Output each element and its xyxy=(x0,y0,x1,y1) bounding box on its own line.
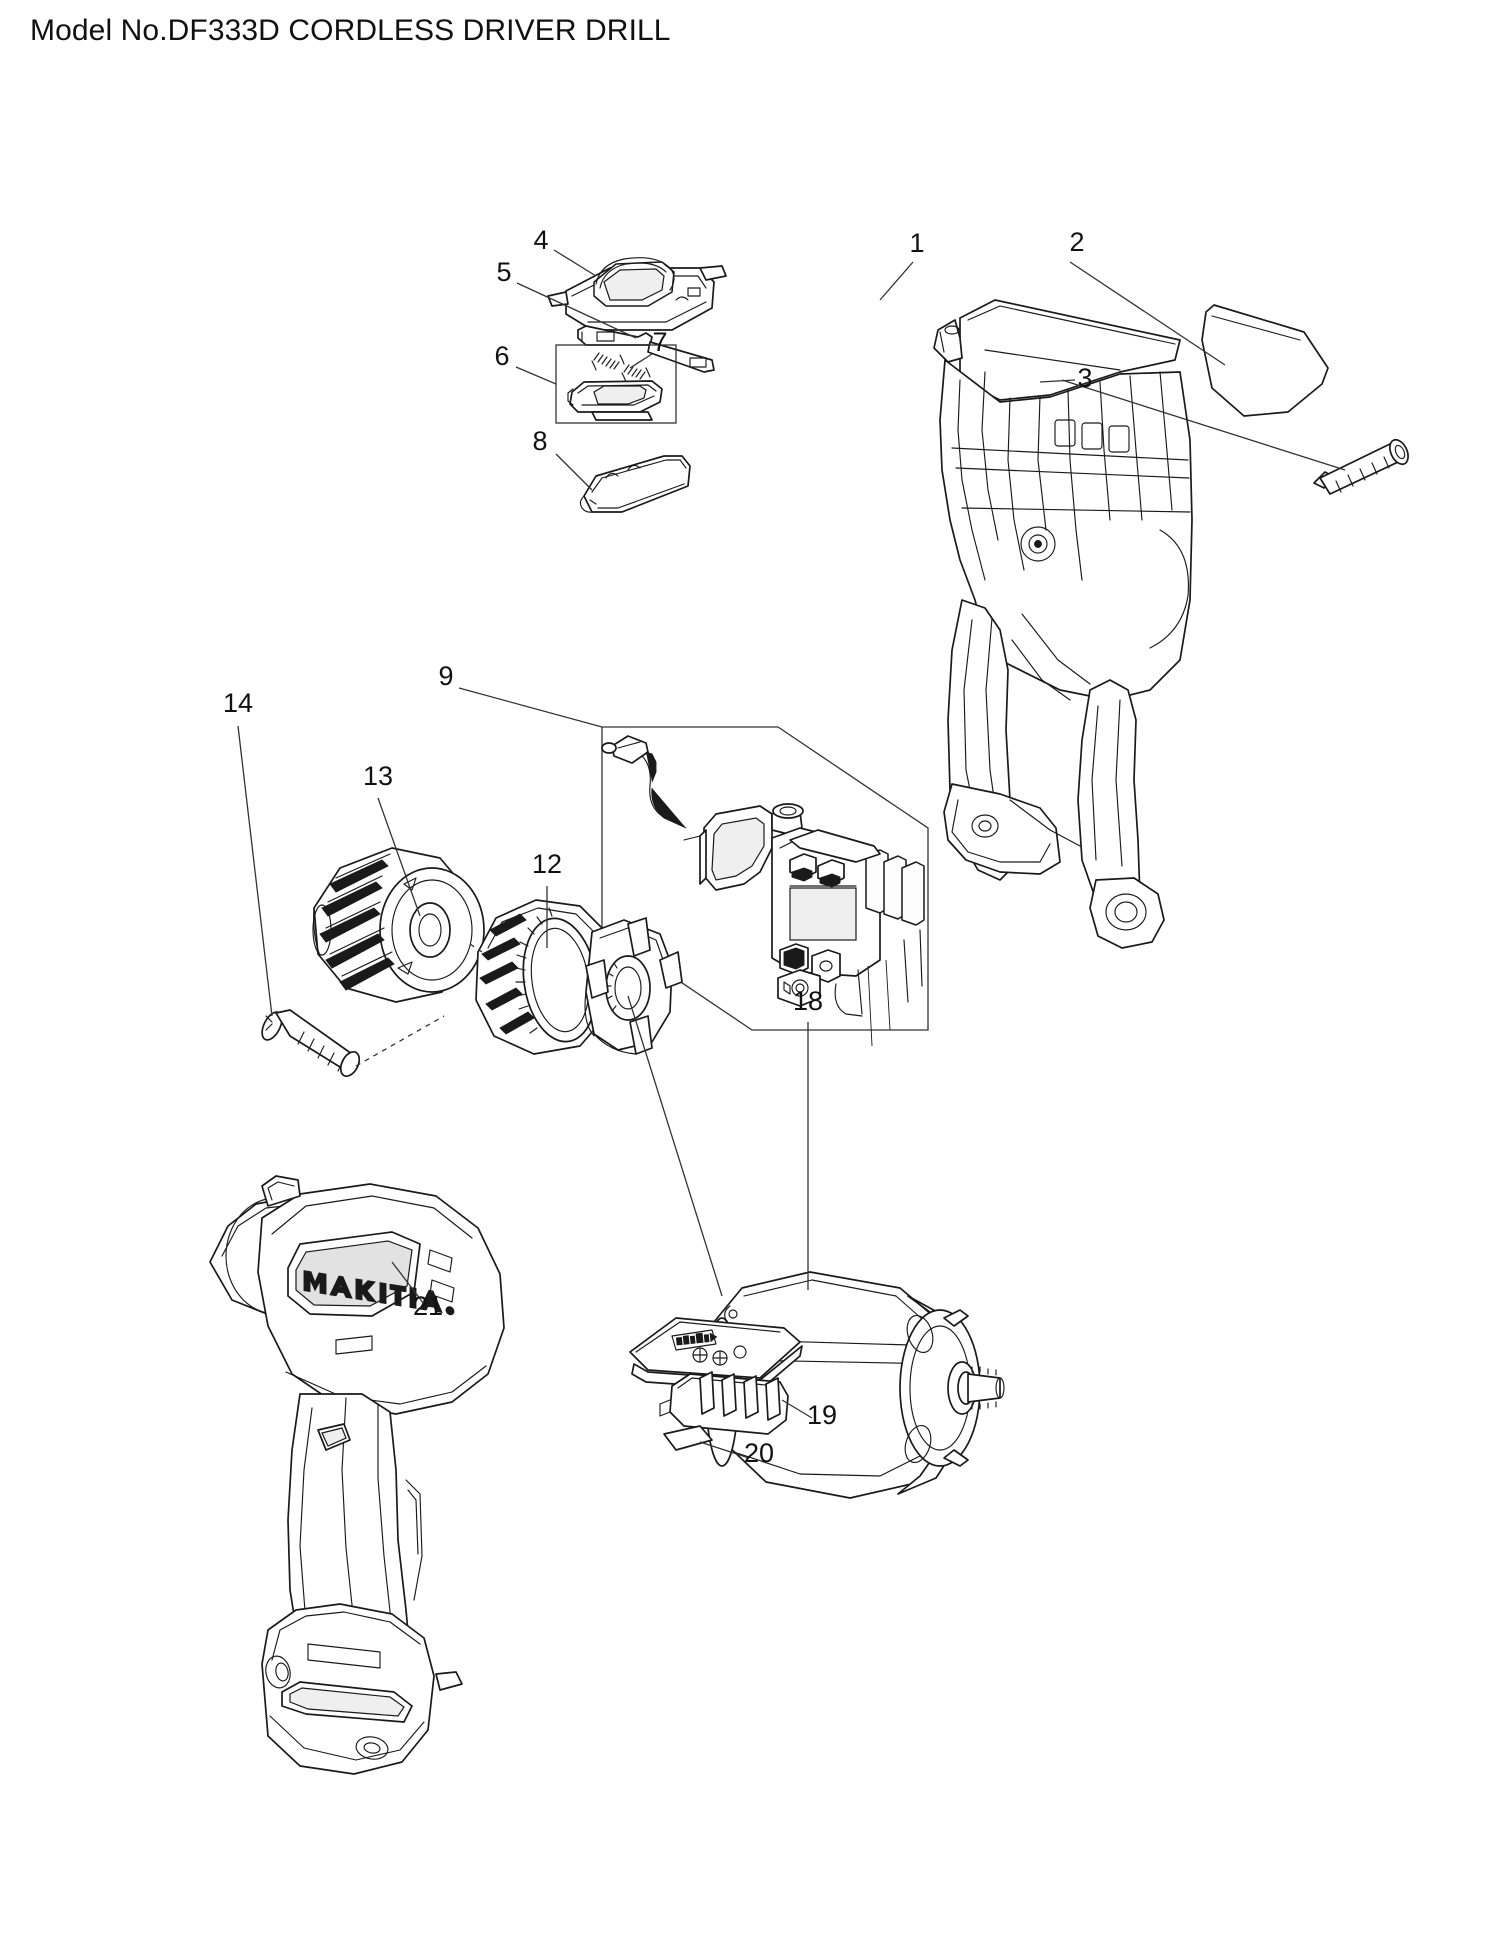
part-switch-lever-assembly xyxy=(547,257,727,331)
callout-5: 5 xyxy=(496,257,511,287)
spring-a xyxy=(591,352,625,371)
part-terminal-assembly xyxy=(629,1317,803,1435)
part-name-plate xyxy=(1201,304,1329,417)
callout-9: 9 xyxy=(438,661,453,691)
part-switch-controller xyxy=(601,726,929,1047)
callout-20: 20 xyxy=(744,1438,774,1468)
callout-21: 21 xyxy=(413,1291,443,1321)
terminal-print xyxy=(675,1332,718,1346)
callout-12: 12 xyxy=(532,849,562,879)
part-gear-assembly xyxy=(475,899,683,1055)
callout-6: 6 xyxy=(494,341,509,371)
callout-18: 18 xyxy=(793,986,823,1016)
callout-8: 8 xyxy=(532,426,547,456)
callout-1: 1 xyxy=(909,228,924,258)
part-reversing-lever-set xyxy=(555,344,677,424)
part-battery-cover xyxy=(579,455,691,513)
makita-wordmark xyxy=(303,1270,455,1316)
callout-3: 3 xyxy=(1077,363,1092,393)
part-tapping-screw xyxy=(1313,438,1409,495)
callout-2: 2 xyxy=(1069,227,1084,257)
callout-7: 7 xyxy=(652,327,667,357)
page-title: Model No.DF333D CORDLESS DRIVER DRILL xyxy=(30,14,671,47)
callout-14: 14 xyxy=(223,688,253,718)
leader-lines xyxy=(237,249,1346,1459)
part-chuck-screw xyxy=(261,1009,361,1077)
callout-numbers: 1 2 3 4 5 6 7 8 9 12 13 14 18 19 20 21 xyxy=(223,225,1093,1468)
part-leaf-spring xyxy=(577,325,715,373)
part-insulation-sheet xyxy=(663,1425,713,1451)
callout-4: 4 xyxy=(533,225,548,255)
part-tool-body-assembly xyxy=(209,1175,505,1775)
spring-b xyxy=(621,364,651,383)
part-drill-chuck xyxy=(312,847,485,1003)
part-housing-set xyxy=(933,299,1193,949)
callout-13: 13 xyxy=(363,761,393,791)
callout-19: 19 xyxy=(807,1400,837,1430)
